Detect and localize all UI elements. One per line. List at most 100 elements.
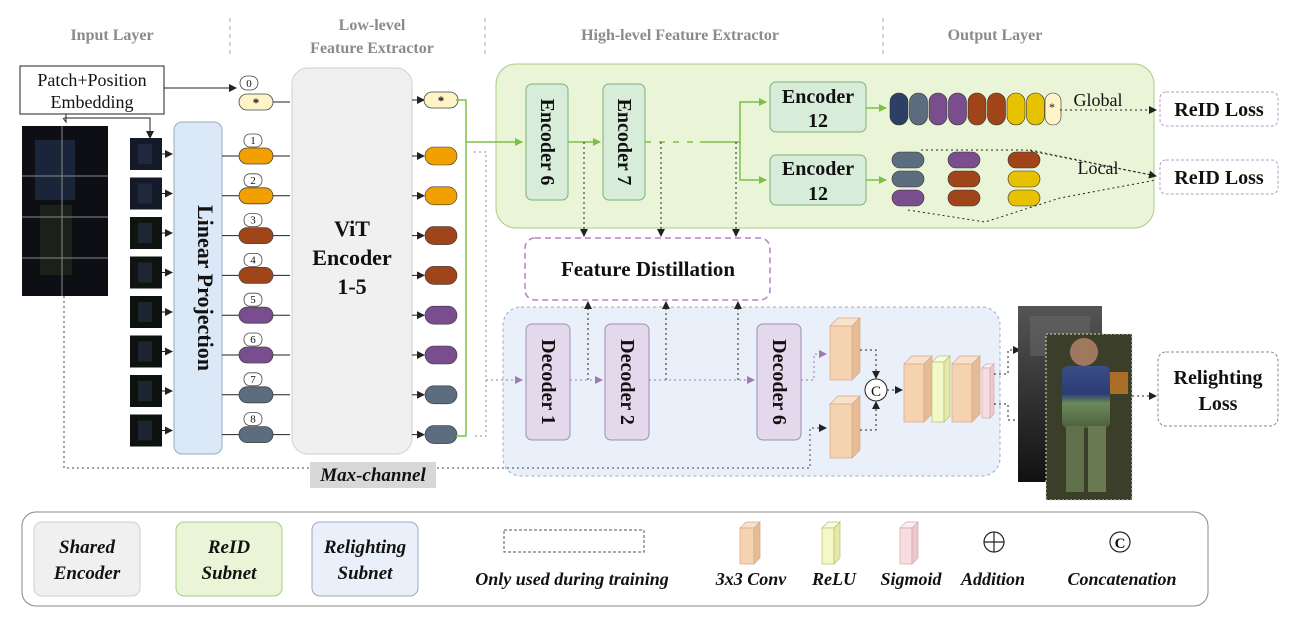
token-index: 3 (250, 215, 256, 227)
section-high-level: High-level Feature Extractor (581, 27, 779, 44)
encoder-12-global-label-line2: 12 (808, 110, 828, 132)
global-feature-token (1026, 92, 1045, 126)
input-patch-detail (138, 302, 152, 322)
purple-bracket (474, 151, 487, 437)
input-patch-detail (138, 183, 152, 204)
decoder-6-label: Decoder 6 (768, 339, 790, 425)
embedding-box (19, 65, 165, 115)
token-index-badge (243, 213, 263, 228)
legend-shared-swatch (33, 521, 141, 597)
local-funnel (907, 179, 1157, 223)
vit-label-line2: Encoder (312, 245, 392, 270)
feature-token (424, 226, 458, 245)
reid-loss-global-box (1159, 91, 1279, 127)
feature-token (424, 186, 458, 206)
global-cls-symbol: * (1049, 100, 1055, 114)
embedding-label-line2: Embedding (51, 92, 134, 112)
feature-token (424, 146, 458, 166)
relighting-loss-label-line1: Relighting (1174, 367, 1263, 389)
input-patch-detail (138, 144, 152, 164)
global-feature-token (1006, 92, 1026, 126)
feature-token (424, 385, 458, 405)
local-feature-token (947, 189, 981, 207)
token-index-badge (243, 252, 263, 267)
global-feature-token (889, 92, 909, 126)
patch-column (130, 138, 173, 447)
legend-concat-label: Concatenation (1067, 569, 1176, 589)
patch-token (238, 346, 274, 364)
legend-reid-line2: Subnet (202, 563, 258, 584)
feature-distillation-box (524, 237, 771, 301)
token-index-badge (239, 75, 259, 91)
legend-reid-swatch (175, 521, 283, 597)
input-patch-detail (138, 262, 152, 283)
global-feature-token (948, 92, 967, 126)
token-index: 7 (250, 374, 256, 386)
arrow (994, 403, 1047, 424)
encoder-12-global-box (769, 81, 867, 133)
feature-token (424, 345, 458, 365)
token-index-badge (243, 412, 263, 427)
legend-shared-line1: Shared (59, 537, 115, 558)
input-image (22, 126, 108, 296)
input-patch-detail (138, 420, 152, 441)
token-index: 5 (250, 294, 256, 306)
conv-block-bottom (829, 395, 861, 459)
output-token-column: * (412, 91, 459, 444)
patch-token (238, 386, 274, 404)
legend-concat-symbol: C (1115, 536, 1126, 552)
feature-distillation-label: Feature Distillation (561, 257, 735, 281)
input-patch-detail (138, 381, 152, 401)
relighting-loss-label-line2: Loss (1199, 393, 1238, 415)
decoder-2-label: Decoder 2 (616, 339, 638, 425)
global-feature-token (967, 92, 987, 126)
local-feature-token (891, 189, 925, 207)
local-funnel (921, 149, 1157, 177)
token-index: 4 (250, 254, 256, 266)
encoder-12-global-label-line1: Encoder (782, 86, 854, 108)
legend-conv-label: 3x3 Conv (715, 569, 788, 589)
section-low-level-line1: Low-level (339, 17, 406, 34)
linear-projection-box (173, 121, 223, 455)
legend-relu-icon (821, 521, 841, 565)
vit-label-line1: ViT (334, 216, 370, 241)
local-feature-token (891, 151, 925, 169)
patch-token (238, 266, 274, 284)
arrow (860, 401, 880, 431)
max-channel-label: Max-channel (319, 465, 426, 486)
legend-relight-line1: Relighting (323, 537, 406, 558)
max-channel-badge (310, 462, 436, 488)
arrow (860, 349, 880, 379)
vit-label-line3: 1-5 (337, 274, 366, 299)
legend-training-label: Only used during training (475, 569, 669, 589)
global-feature-token (987, 92, 1006, 126)
encoder-7-label: Encoder 7 (613, 99, 635, 186)
concat-symbol: C (871, 384, 881, 400)
cls-index: 0 (246, 78, 252, 90)
arrow (700, 98, 767, 143)
token-index: 8 (250, 414, 256, 426)
encoder-12-local-label-line1: Encoder (782, 158, 854, 180)
input-patch-detail (138, 223, 152, 243)
patch-token (238, 306, 274, 324)
arrow (739, 142, 767, 184)
local-feature-token (947, 170, 981, 188)
reid-loss-local-box (1159, 159, 1279, 195)
token-index-badge (243, 332, 263, 347)
green-bracket (456, 99, 467, 437)
legend-addition-label: Addition (960, 569, 1025, 589)
legend-sigmoid-icon (899, 521, 919, 565)
encoder-6-label: Encoder 6 (536, 99, 558, 186)
decoder-1-label: Decoder 1 (537, 339, 559, 425)
global-cls-token (1044, 92, 1062, 126)
decoder-2-box (604, 323, 650, 441)
local-feature-token (947, 151, 981, 169)
input-patch-detail (138, 341, 152, 362)
refinement-stack (903, 355, 995, 423)
reid-loss-global-label: ReID Loss (1174, 99, 1264, 121)
token-index: 2 (250, 175, 256, 187)
vit-encoder-box (291, 67, 413, 455)
token-index-badge (243, 133, 263, 148)
